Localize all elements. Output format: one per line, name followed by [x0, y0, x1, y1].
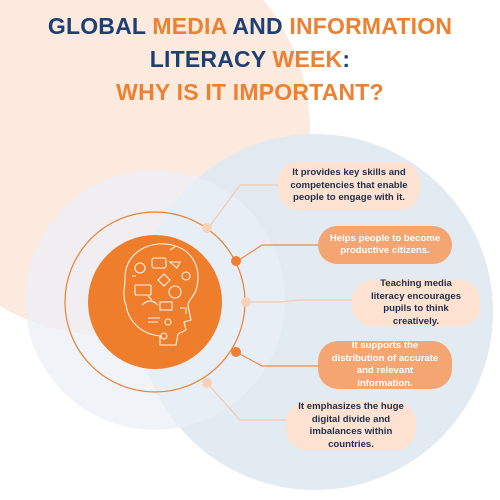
connector-dot-1 [202, 223, 212, 233]
connector-lines [206, 184, 352, 421]
point-pill-5: It emphasizes the huge digital divide an… [286, 401, 416, 450]
title-line-1: GLOBAL MEDIA AND INFORMATION [0, 10, 500, 43]
point-text-2: Helps people to become productive citize… [329, 232, 441, 257]
connector-dot-5 [202, 378, 212, 388]
title-line-3: WHY IS IT IMPORTANT? [116, 79, 384, 105]
title-colon: : [342, 46, 351, 72]
title-word-literacy: LITERACY [149, 46, 273, 72]
title-word-week: WEEK [272, 46, 343, 72]
point-text-5: It emphasizes the huge digital divide an… [298, 401, 404, 450]
point-text-4: It supports the distribution of accurate… [331, 340, 439, 389]
title-word-media: MEDIA [152, 13, 227, 39]
point-pill-4: It supports the distribution of accurate… [318, 340, 452, 389]
connector-dot-2 [231, 256, 241, 266]
title-line-2: LITERACY WEEK: [0, 43, 500, 76]
title-word-global: GLOBAL [47, 13, 153, 39]
point-text-3: Teaching media literacy encourages pupil… [370, 278, 462, 327]
connector-dot-4 [231, 347, 241, 357]
point-pill-2: Helps people to become productive citize… [318, 226, 452, 264]
connector-dot-3 [241, 297, 251, 307]
point-pill-1: It provides key skills and competencies … [278, 162, 420, 210]
title-word-information: INFORMATION [289, 13, 453, 39]
title-word-and: AND [226, 13, 290, 39]
head-with-media-doodles-icon [123, 243, 199, 346]
point-pill-3: Teaching media literacy encourages pupil… [352, 278, 480, 327]
point-text-1: It provides key skills and competencies … [290, 167, 408, 204]
page-title: GLOBAL MEDIA AND INFORMATION LITERACY WE… [0, 10, 500, 109]
